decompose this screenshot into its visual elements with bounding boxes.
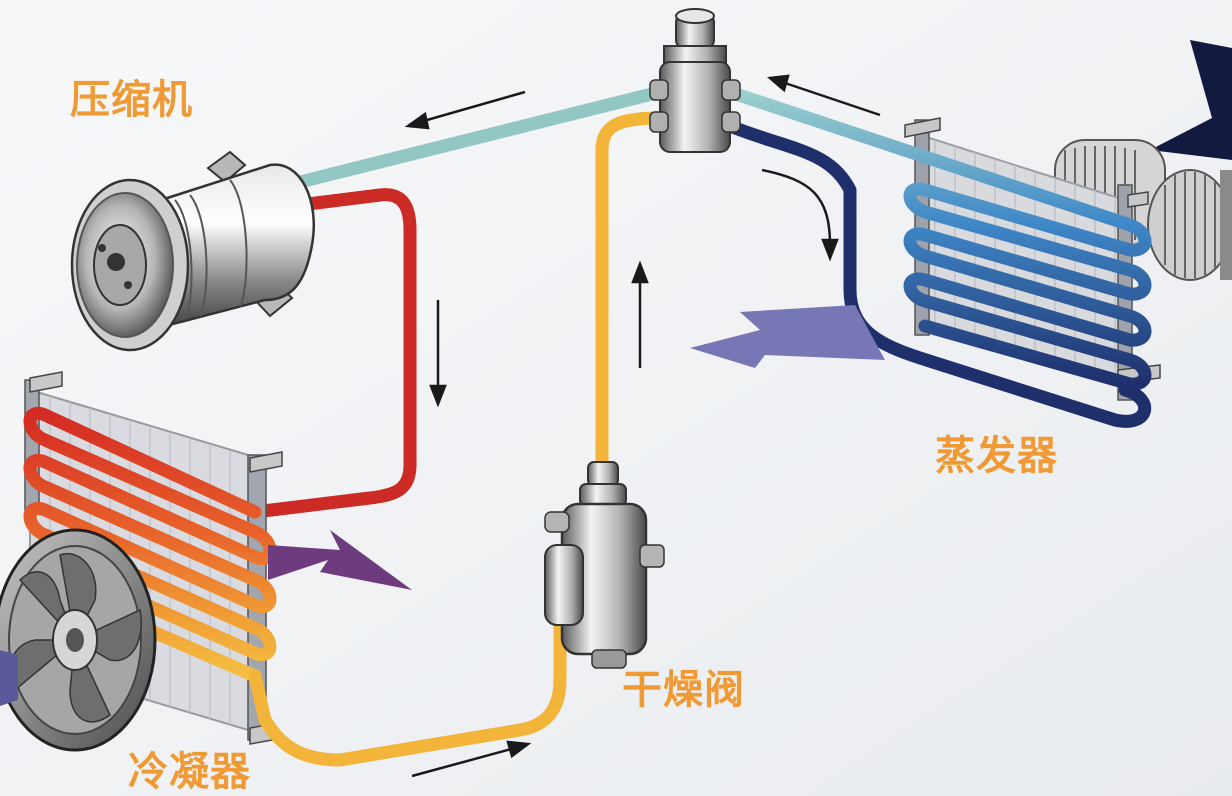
evaporator-housing-shadow — [1150, 40, 1232, 160]
dryer-valve-label: 干燥阀 — [622, 667, 745, 713]
expansion-valve — [649, 8, 741, 153]
flow-direction-arrows — [404, 74, 881, 778]
flow-arrow-evaporator-down — [761, 168, 839, 262]
evaporator — [723, 85, 1161, 428]
evaporator-label: 蒸发器 — [935, 433, 1058, 479]
compressor-label: 压缩机 — [70, 77, 193, 123]
flow-arrow-to-compressor — [404, 90, 526, 130]
suction-line — [293, 85, 667, 189]
liquid-line-lower — [248, 608, 567, 767]
flow-arrow-to-valve-top — [767, 74, 881, 117]
flow-arrow-liquid-up — [631, 260, 649, 368]
fan-airflow-arrow — [0, 650, 18, 706]
evaporator-airflow-arrow — [690, 305, 885, 368]
condenser-airflow-arrow — [268, 530, 412, 590]
flow-arrow-liquid-right — [411, 740, 532, 778]
dryer-receiver — [544, 461, 665, 669]
liquid-line-upper — [595, 111, 667, 477]
flow-arrow-discharge-down — [429, 300, 447, 408]
condenser-fan — [0, 528, 157, 752]
compressor — [70, 150, 315, 352]
condenser-label: 冷凝器 — [128, 749, 251, 795]
discharge-line — [248, 188, 417, 519]
